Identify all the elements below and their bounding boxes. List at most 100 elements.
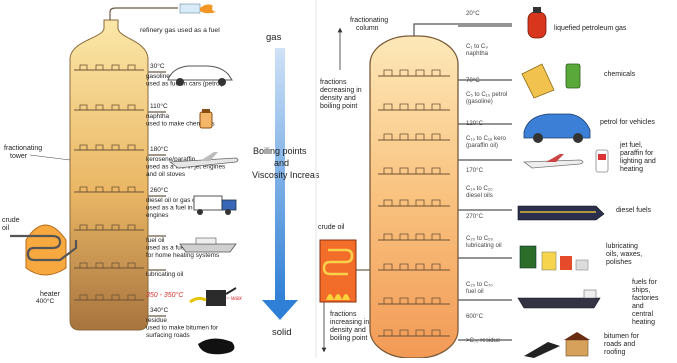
column-label-line2: column bbox=[356, 25, 379, 32]
tower-tray bbox=[74, 294, 144, 301]
column-outlet-lines bbox=[413, 23, 512, 341]
viscosity-arrow-shaft bbox=[275, 48, 285, 303]
gas-product-label: refinery gas used as a fuel bbox=[140, 27, 220, 34]
tower-tray bbox=[74, 186, 144, 193]
product-text: lighting and bbox=[620, 158, 656, 165]
product-text: factories bbox=[632, 295, 659, 302]
fraction-name: lubricating oil bbox=[146, 271, 183, 278]
chemical-jar-icon bbox=[199, 109, 213, 129]
product-text: bitumen for bbox=[604, 333, 640, 340]
product-text: oils, waxes, bbox=[606, 251, 642, 258]
arrow-title-line2: and bbox=[274, 158, 289, 168]
tower-tray bbox=[74, 64, 144, 71]
fraction-use: used to make chemicals bbox=[146, 121, 215, 128]
fraction-use: surfacing roads bbox=[146, 332, 190, 339]
heater: heater 400°C bbox=[10, 224, 78, 305]
column-label-main: C₁₄ to C₂₀ bbox=[466, 185, 493, 192]
arrow-title-line3: Viscosity Increas bbox=[252, 170, 320, 180]
column-label-main: C₂₀ to C₇₀ bbox=[466, 281, 493, 288]
gas-outlet-pipe bbox=[109, 7, 178, 20]
fraction-temp: 340°C bbox=[150, 306, 168, 314]
fraction-temp: 260°C bbox=[150, 186, 168, 194]
heater-coil bbox=[10, 234, 78, 262]
heater-temp: 400°C bbox=[36, 297, 54, 305]
fraction-temp: 30°C bbox=[150, 62, 165, 70]
column-fraction-label: 600°C bbox=[466, 313, 484, 320]
right-jet-icon bbox=[522, 149, 609, 173]
column-fraction-label: 270°C bbox=[466, 213, 484, 220]
product-text: liquefied petroleum gas bbox=[554, 25, 627, 32]
column-tray bbox=[378, 167, 450, 175]
heater-furnace bbox=[25, 224, 67, 276]
tower-pointer bbox=[29, 154, 71, 161]
column-label-sub: naphtha bbox=[466, 50, 489, 57]
column-label-sub: lubricating oil bbox=[466, 242, 502, 249]
column-label-line1: fractionating bbox=[350, 17, 388, 24]
lubricating-annotation: 350 - 350°C bbox=[146, 291, 184, 299]
column-fraction-label: 170°C bbox=[466, 167, 484, 174]
product-text: diesel fuels bbox=[616, 207, 652, 214]
tower-tray bbox=[74, 144, 144, 151]
product-text: polishes bbox=[606, 259, 632, 266]
product-text: heating bbox=[632, 319, 655, 326]
crude-oil-label-line2: oil bbox=[2, 225, 9, 232]
jet-plane-icon bbox=[168, 152, 239, 169]
column-tray bbox=[378, 133, 450, 141]
upper-note-line: boiling point bbox=[320, 103, 357, 110]
product-labels: liquefied petroleum gas chemicals petrol f… bbox=[554, 25, 659, 356]
product-label: liquefied petroleum gas bbox=[554, 25, 627, 32]
column-label-main: C₁₀ to C₁₆ kero bbox=[466, 135, 507, 142]
lubricant-cans-icon bbox=[519, 245, 589, 271]
fraction-name: kerosene/paraffin bbox=[146, 156, 196, 163]
fraction-use: and oil stoves bbox=[146, 171, 185, 178]
tanker-ship-icon bbox=[517, 289, 601, 309]
heater-label: heater bbox=[40, 291, 61, 298]
tower-tray bbox=[74, 262, 144, 269]
column-tray bbox=[378, 103, 450, 111]
oil-can-icon bbox=[189, 287, 237, 306]
column-fraction-label: 120°C bbox=[466, 120, 484, 127]
fraction-name: gasoline bbox=[146, 73, 170, 80]
product-text: roads and bbox=[604, 341, 635, 348]
fraction-use: for home heating systems bbox=[146, 252, 219, 259]
car-icon bbox=[167, 65, 233, 86]
chemicals-bag-icon bbox=[521, 63, 581, 99]
column-tray bbox=[378, 263, 450, 271]
tower-trays bbox=[74, 64, 144, 301]
fraction-name: residue bbox=[146, 317, 167, 324]
product-text: and bbox=[632, 303, 644, 310]
fraction-temp: 180°C bbox=[150, 145, 168, 153]
column-tray bbox=[378, 199, 450, 207]
column-fraction-label: C₁₀ to C₁₆ kero(paraffin oil) bbox=[466, 135, 507, 149]
fraction-name: naphtha bbox=[146, 113, 170, 120]
column-trays bbox=[378, 69, 450, 337]
product-label: chemicals bbox=[604, 71, 636, 78]
column-label-main: 170°C bbox=[466, 167, 484, 174]
product-text: jet fuel, bbox=[619, 142, 643, 149]
column-label-main: 270°C bbox=[466, 213, 484, 220]
product-text: central bbox=[632, 311, 653, 318]
column-label-sub: diesel oils bbox=[466, 192, 493, 199]
tower-label-line1: fractionating bbox=[4, 145, 42, 152]
truck-icon bbox=[193, 195, 237, 215]
fraction-use: used as fuel in cars (petrol) bbox=[146, 81, 223, 88]
train-icon bbox=[517, 205, 605, 221]
product-label: petrol for vehicles bbox=[600, 119, 655, 126]
column-fraction-label: 70°C bbox=[466, 77, 480, 84]
column-label-sub: (gasoline) bbox=[466, 98, 493, 105]
column-fraction-label: C₅ to C₁₀ petrol(gasoline) bbox=[466, 91, 507, 105]
column-label-main: C₁ to C₉ bbox=[466, 43, 488, 50]
fraction-use: used as a fuel in diesel bbox=[146, 205, 211, 212]
product-text: paraffin for bbox=[620, 150, 654, 157]
gas-cylinder-icon bbox=[527, 7, 547, 39]
